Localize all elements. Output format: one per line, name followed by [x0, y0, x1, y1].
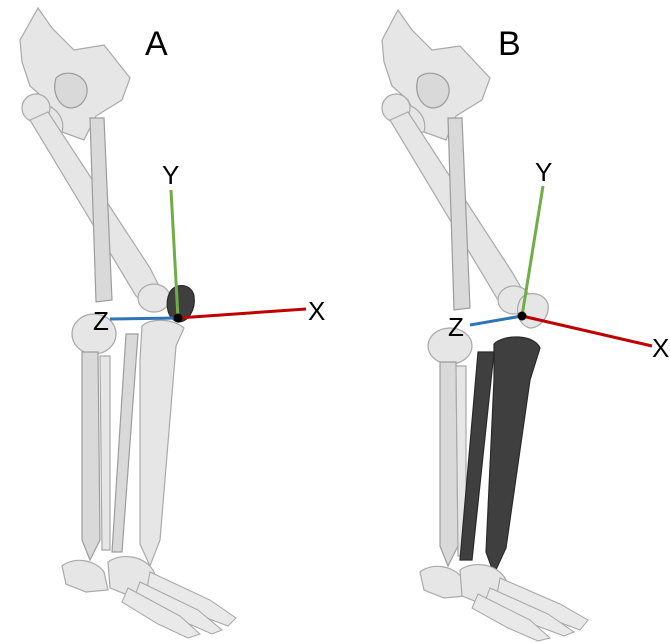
panel-b-x-label: X [652, 333, 669, 363]
panel-b-tibia [460, 337, 540, 574]
panel-b-origin [518, 312, 527, 321]
panel-b-y-label: Y [535, 157, 552, 187]
panel-a-origin [174, 314, 183, 323]
panel-a-leg-back [62, 314, 116, 592]
panel-b-z-axis [470, 316, 522, 325]
panel-b-x-axis [522, 316, 652, 346]
panel-b-label: B [498, 25, 521, 63]
panel-a: A [20, 8, 325, 638]
panel-b-z-label: Z [448, 312, 464, 342]
panel-a-y-label: Y [162, 160, 179, 190]
panel-a-z-axis [110, 318, 178, 319]
panel-a-z-label: Z [93, 306, 109, 336]
panel-a-x-axis [178, 309, 306, 318]
panel-a-foot [108, 557, 236, 638]
panel-b-foot [460, 565, 588, 641]
panel-a-x-label: X [308, 296, 325, 326]
panel-a-label: A [145, 25, 168, 63]
panel-a-tibia [112, 320, 184, 566]
panel-b: B [382, 10, 669, 641]
